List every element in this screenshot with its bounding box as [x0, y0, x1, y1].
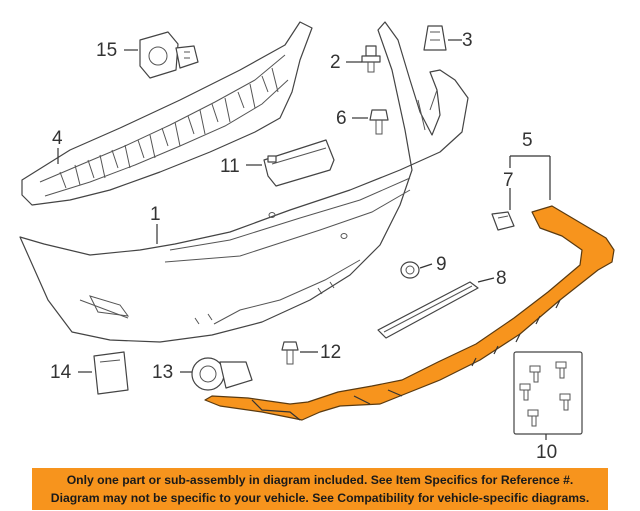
callout-5: 5 — [522, 130, 533, 151]
grommet-part — [400, 261, 420, 279]
diffuser-valance-part — [204, 205, 615, 421]
callout-9: 9 — [436, 254, 447, 275]
callout-2: 2 — [330, 52, 341, 73]
sensor-bracket-part — [139, 31, 199, 79]
callout-15: 15 — [96, 40, 117, 61]
callout-3: 3 — [462, 30, 473, 51]
notice-line-2: Diagram may not be specific to your vehi… — [50, 491, 590, 505]
callout-11: 11 — [220, 156, 240, 177]
callout-4: 4 — [52, 128, 63, 149]
callout-14: 14 — [50, 362, 72, 383]
bolt-6-part — [369, 109, 389, 135]
bolt-part — [361, 45, 381, 73]
lamp-part — [263, 139, 335, 187]
callout-6: 6 — [336, 108, 347, 129]
energy-absorber-part — [21, 21, 313, 206]
callout-7: 7 — [503, 170, 514, 191]
bumper-cover-part — [19, 21, 469, 343]
trim-strip-part — [377, 281, 479, 339]
callout-8: 8 — [496, 268, 507, 289]
bracket-clip-part — [491, 211, 515, 231]
callout-10: 10 — [536, 442, 557, 463]
callout-13: 13 — [152, 362, 173, 383]
callout-12: 12 — [320, 342, 341, 363]
push-clip-part — [423, 25, 447, 51]
compatibility-notice-banner: Only one part or sub-assembly in diagram… — [32, 468, 608, 510]
push-pin-part — [281, 341, 299, 365]
callout-1: 1 — [150, 204, 161, 225]
sensor-module-part — [93, 351, 129, 395]
callout-labels: 15 2 3 6 4 11 1 5 7 9 8 12 13 14 10 — [50, 30, 557, 463]
notice-line-1: Only one part or sub-assembly in diagram… — [66, 473, 574, 487]
park-sensor-part — [191, 357, 253, 391]
leader-lines — [57, 39, 551, 440]
fastener-kit-part — [513, 351, 583, 435]
